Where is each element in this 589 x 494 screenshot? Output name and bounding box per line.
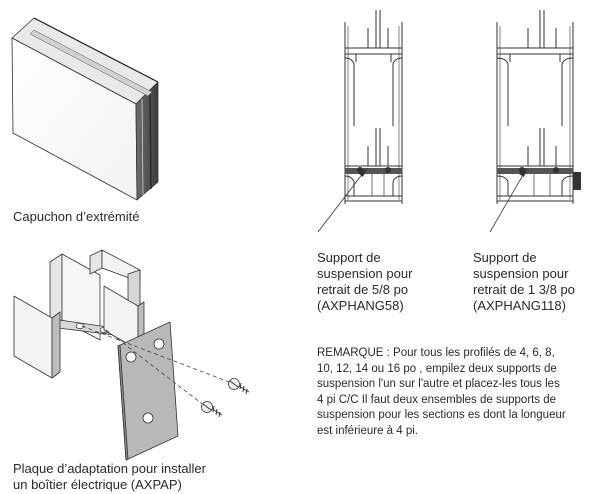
hanger-58-label-line4: (AXPHANG58) — [317, 298, 404, 313]
hanger-58-leader — [317, 167, 368, 233]
screw-icon — [201, 401, 223, 418]
note-line: est inférieure à 4 pi. — [317, 424, 419, 437]
adapter-plate-illustration — [13, 249, 250, 461]
note-line: suspension l'un sur l'autre et placez-le… — [317, 378, 560, 390]
note-line: 10, 12, 14 ou 16 po , empilez deux suppo… — [317, 362, 557, 375]
note-line: REMARQUE : Pour tous les profilés de 4, … — [317, 347, 555, 359]
hanger-58-profile — [344, 10, 403, 204]
hanger-118-label-line2: suspension pour — [473, 266, 569, 281]
end-cap-illustration — [11, 17, 159, 201]
hanger-118-label-line4: (AXPHANG118) — [473, 298, 566, 313]
note-line: suspension pour les sections es dont la … — [317, 409, 566, 421]
adapter-plate-label-line2: un boîtier électrique (AXPAP) — [13, 477, 182, 492]
note-line: 4 pi C/C Il faut deux ensembles de suppo… — [317, 393, 557, 406]
hanger-118-leader — [489, 167, 528, 233]
hanger-58-label-line3: retrait de 5/8 po — [317, 282, 409, 297]
hanger-58-label-line1: Support de — [317, 250, 381, 265]
end-cap-label: Capuchon d’extrémité — [13, 209, 140, 224]
screw-icon — [228, 378, 250, 395]
hanger-118-label-line3: retrait de 1 3/8 po — [473, 282, 575, 297]
stacking-note: REMARQUE : Pour tous les profilés de 4, … — [317, 346, 585, 439]
adapter-plate-label-line1: Plaque d’adaptation pour installer — [13, 461, 206, 476]
hanger-118-label-line1: Support de — [473, 250, 537, 265]
hanger-58-label-line2: suspension pour — [317, 266, 413, 281]
hanger-118-profile — [496, 10, 581, 204]
